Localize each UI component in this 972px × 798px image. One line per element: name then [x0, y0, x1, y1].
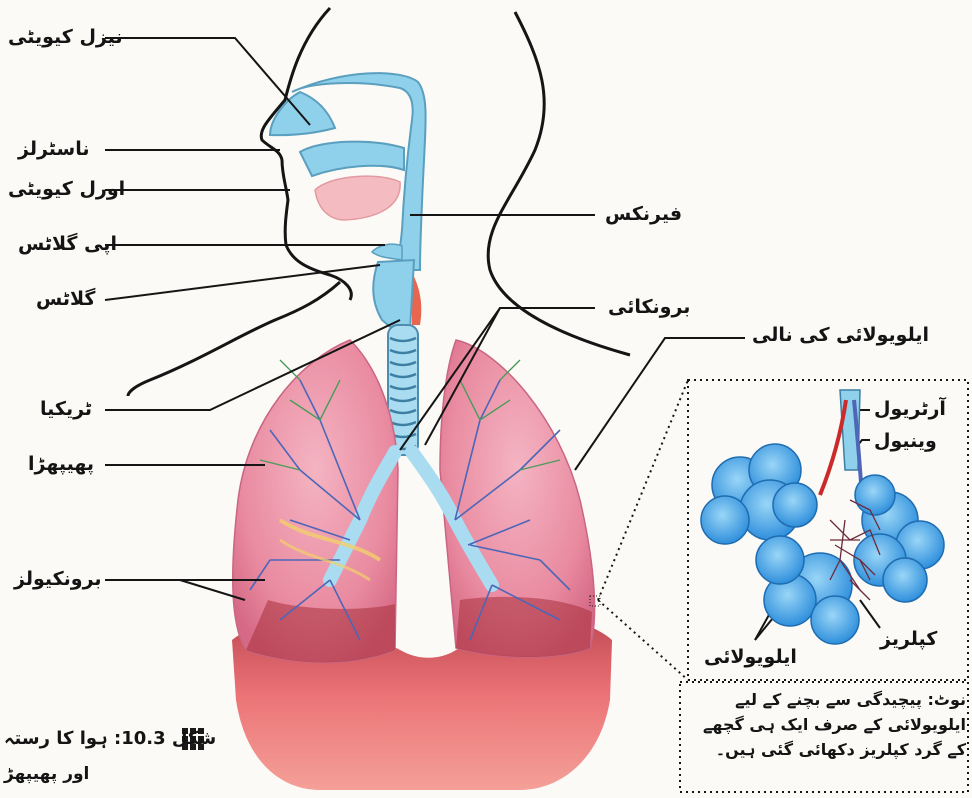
label-nasal-cavity: نیزل کیویٹی: [8, 28, 123, 47]
figure-number: شکل 10.3:: [114, 728, 216, 749]
figure-caption: شکل 10.3: ہوا کا رستہ: [4, 728, 216, 749]
label-lung: پھیپھڑا: [28, 455, 94, 474]
label-venule: وینیول: [874, 432, 937, 451]
label-capillaries: کپلریز: [880, 630, 937, 649]
label-trachea: ٹریکیا: [40, 400, 92, 419]
label-epiglottis: اپی گلاٹس: [18, 235, 117, 254]
label-bronchioles: برونکیولز: [14, 570, 102, 589]
figure-title-line1: ہوا کا رستہ: [4, 728, 108, 749]
label-bronchi: برونکائی: [608, 298, 690, 317]
label-nostrils: ناسٹرلز: [18, 140, 89, 159]
label-alveolar-duct: ایلویولائی کی نالی: [752, 326, 929, 345]
upper-airway: [270, 73, 426, 330]
note-text: نوٹ: پیچیدگی سے بچنے کے لیے ایلویولائی ک…: [684, 688, 966, 762]
label-glottis: گلاٹس: [36, 290, 95, 309]
label-alveoli: ایلویولائی: [704, 648, 797, 667]
alveoli-inset: [701, 390, 944, 644]
label-pharynx: فیرنکس: [605, 205, 682, 224]
label-arteriole: آرٹریول: [874, 400, 946, 419]
label-oral-cavity: اورل کیویٹی: [8, 180, 125, 199]
figure-title-line2: اور پھیپھڑ: [4, 764, 89, 784]
